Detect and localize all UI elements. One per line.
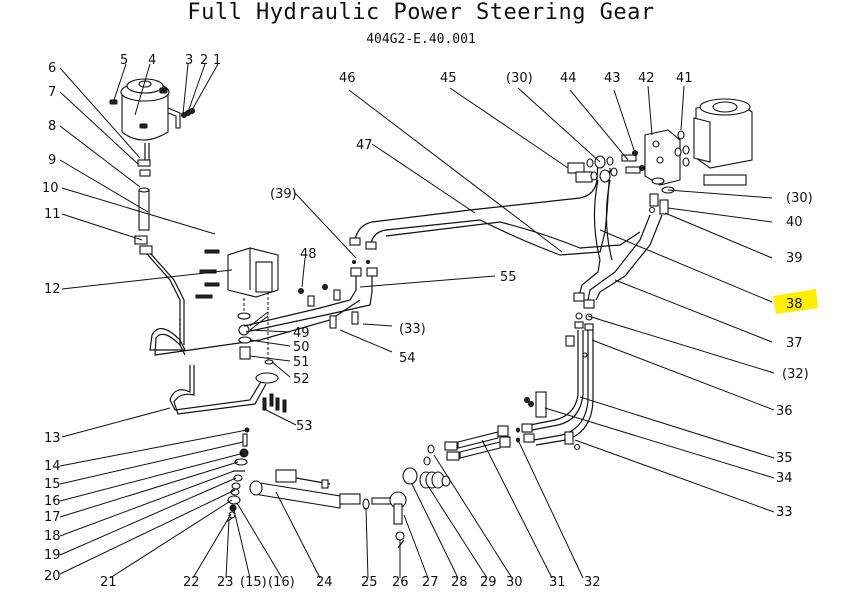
callout-32[interactable]: 32: [584, 575, 601, 590]
drawing-number: 404G2-E.40.001: [366, 32, 476, 47]
callout-10[interactable]: 10: [42, 181, 59, 196]
steering-pump: [195, 247, 279, 360]
callout-46[interactable]: 46: [339, 71, 356, 86]
tie-rod-end: [371, 491, 407, 549]
callout-30-ref-top[interactable]: (30): [506, 71, 533, 86]
callout-31[interactable]: 31: [549, 575, 566, 590]
callout-32-ref[interactable]: (32): [782, 367, 809, 382]
callout-7[interactable]: 7: [48, 85, 56, 100]
parts-artwork: [109, 78, 753, 549]
callout-2[interactable]: 2: [200, 53, 208, 68]
cylinder-lines: [524, 179, 663, 451]
callout-6[interactable]: 6: [48, 61, 56, 76]
callout-53[interactable]: 53: [296, 419, 313, 434]
callout-55[interactable]: 55: [500, 270, 517, 285]
leader-lines: [59, 63, 775, 579]
callout-9[interactable]: 9: [48, 153, 56, 168]
callout-38[interactable]: 38: [786, 297, 803, 312]
callout-29[interactable]: 29: [480, 575, 497, 590]
callout-13[interactable]: 13: [44, 431, 61, 446]
callout-11[interactable]: 11: [44, 207, 61, 222]
callout-34[interactable]: 34: [776, 471, 793, 486]
callout-23[interactable]: 23: [217, 575, 234, 590]
callout-8[interactable]: 8: [48, 119, 56, 134]
callout-44[interactable]: 44: [560, 71, 577, 86]
callout-17[interactable]: 17: [44, 510, 61, 525]
callout-42[interactable]: 42: [638, 71, 655, 86]
callout-52[interactable]: 52: [293, 372, 310, 387]
callout-41[interactable]: 41: [676, 71, 693, 86]
callout-1[interactable]: 1: [213, 53, 221, 68]
callout-5[interactable]: 5: [120, 53, 128, 68]
callout-12[interactable]: 12: [44, 282, 61, 297]
callout-30[interactable]: 30: [506, 575, 523, 590]
pressure-lines: [243, 159, 641, 333]
callout-24[interactable]: 24: [316, 575, 333, 590]
callout-47[interactable]: 47: [356, 138, 373, 153]
callout-33[interactable]: 33: [776, 505, 793, 520]
callout-4[interactable]: 4: [148, 53, 156, 68]
callout-39[interactable]: 39: [786, 251, 803, 266]
callout-45[interactable]: 45: [440, 71, 457, 86]
callout-18[interactable]: 18: [44, 529, 61, 544]
steering-unit: [567, 98, 753, 215]
diagram-title: Full Hydraulic Power Steering Gear: [187, 0, 655, 25]
callout-43[interactable]: 43: [604, 71, 621, 86]
callout-35[interactable]: 35: [776, 451, 793, 466]
callout-50[interactable]: 50: [293, 340, 310, 355]
callout-15-ref[interactable]: (15): [240, 575, 267, 590]
callout-39-ref[interactable]: (39): [270, 187, 297, 202]
highlight-marker: [773, 289, 818, 314]
clamp-and-boot: [402, 467, 451, 489]
callout-15[interactable]: 15: [44, 477, 61, 492]
steering-cylinder: [249, 469, 370, 510]
callout-14[interactable]: 14: [44, 459, 61, 474]
banjo-fittings: [237, 311, 287, 413]
callout-37[interactable]: 37: [786, 336, 803, 351]
return-pipe: [149, 299, 361, 415]
callout-3[interactable]: 3: [185, 53, 193, 68]
callout-21[interactable]: 21: [100, 575, 117, 590]
callout-51[interactable]: 51: [293, 355, 310, 370]
callout-20[interactable]: 20: [44, 569, 61, 584]
callout-27[interactable]: 27: [422, 575, 439, 590]
washer-stack: [225, 427, 250, 523]
callout-40[interactable]: 40: [786, 215, 803, 230]
callout-28[interactable]: 28: [451, 575, 468, 590]
callout-48[interactable]: 48: [300, 247, 317, 262]
callout-19[interactable]: 19: [44, 548, 61, 563]
callout-33-ref[interactable]: (33): [399, 322, 426, 337]
cylinder-hoses: [423, 423, 535, 466]
callout-25[interactable]: 25: [361, 575, 378, 590]
callout-16-ref[interactable]: (16): [268, 575, 295, 590]
callout-36[interactable]: 36: [776, 404, 793, 419]
oil-reservoir: [109, 78, 195, 177]
callout-49[interactable]: 49: [293, 326, 310, 341]
callout-26[interactable]: 26: [392, 575, 409, 590]
callout-54[interactable]: 54: [399, 351, 416, 366]
callout-30-ref-right[interactable]: (30): [786, 191, 813, 206]
callout-16[interactable]: 16: [44, 494, 61, 509]
callout-22[interactable]: 22: [183, 575, 200, 590]
callout-labels: 1 2 3 4 5 6 7 8 9 10 11 12 13 14 15 16 1…: [42, 53, 813, 590]
